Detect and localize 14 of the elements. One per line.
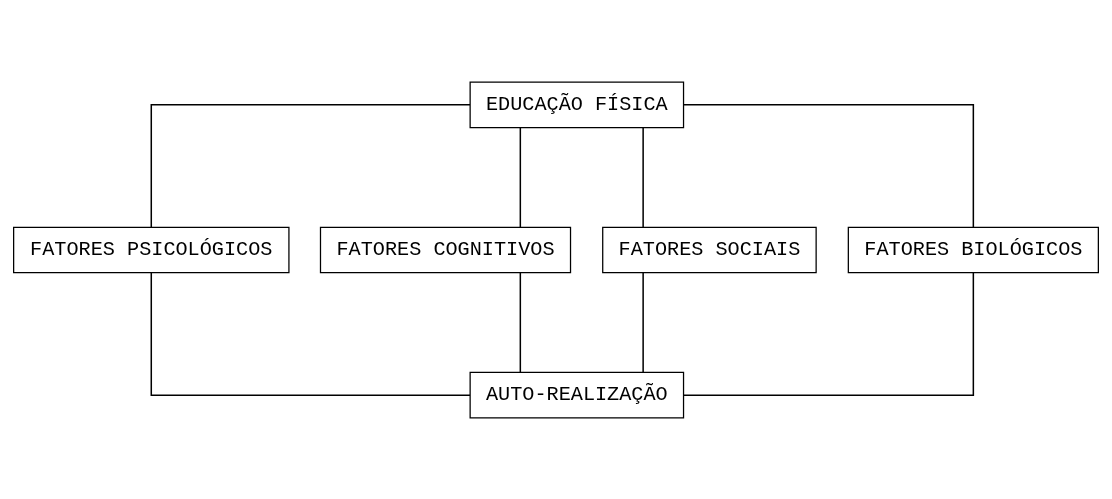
node-box: FATORES PSICOLÓGICOS [13,226,290,273]
node-box: FATORES SOCIAIS [602,226,817,273]
node-box: FATORES BIOLÓGICOS [847,226,1099,273]
connector [682,271,975,396]
connector [682,103,975,228]
node-box: AUTO-REALIZAÇÃO [469,371,685,419]
connector [150,103,471,228]
connector [642,126,644,228]
node-box: FATORES COGNITIVOS [319,226,572,273]
connector [642,271,644,373]
connector [150,271,471,396]
connector [519,126,522,228]
node-box: EDUCAÇÃO FÍSICA [469,80,685,128]
connector [519,271,522,373]
